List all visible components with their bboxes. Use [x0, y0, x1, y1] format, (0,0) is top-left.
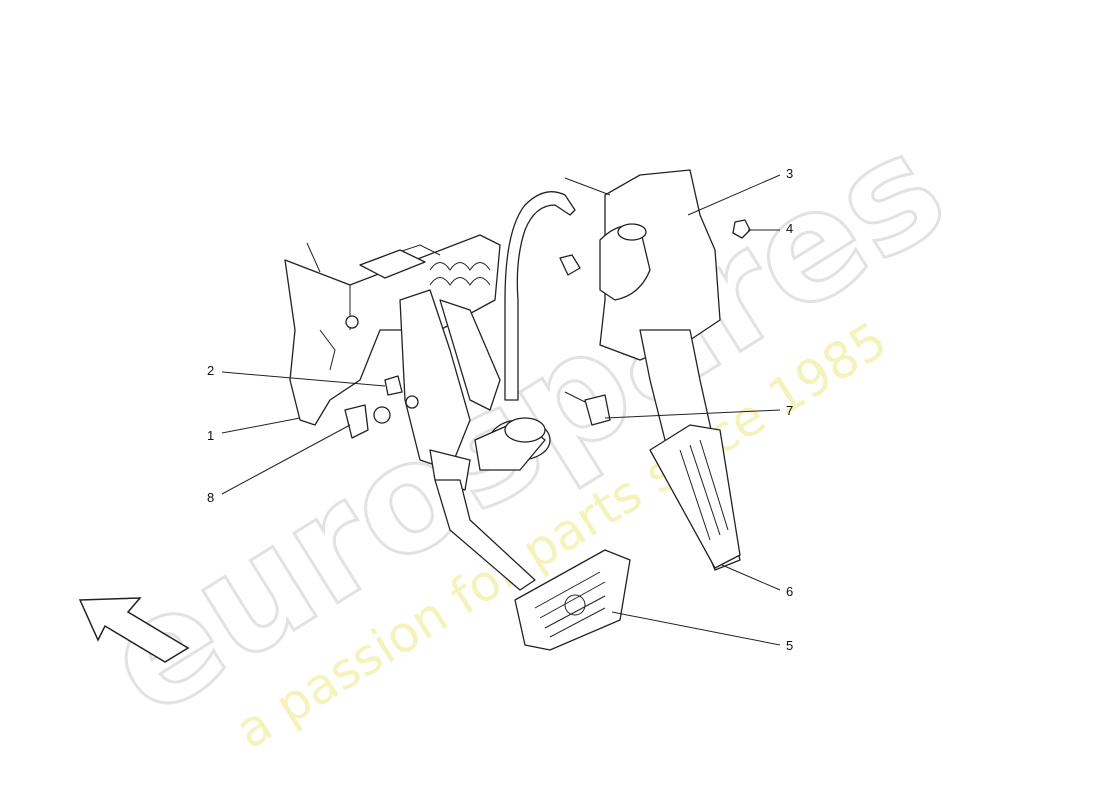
- callout-4[interactable]: 4: [786, 221, 793, 236]
- callout-3[interactable]: 3: [786, 166, 793, 181]
- washer-part-1: [373, 406, 391, 424]
- callout-8[interactable]: 8: [207, 490, 214, 505]
- switch-part-7: [584, 394, 611, 426]
- clip-part-8: [344, 404, 369, 439]
- front-direction-arrow-icon: [78, 597, 190, 663]
- callout-7[interactable]: 7: [786, 403, 793, 418]
- callout-5[interactable]: 5: [786, 638, 793, 653]
- nut-part-4: [732, 219, 751, 239]
- callout-6[interactable]: 6: [786, 584, 793, 599]
- callouts: 3 4 2 1 8 7 6 5: [207, 166, 793, 653]
- small-parts: [344, 219, 751, 439]
- clutch-hose: [504, 191, 576, 401]
- bushing-part-2: [384, 375, 403, 396]
- pedal-bracket-left: [284, 234, 551, 591]
- accelerator-pedal-assembly: [599, 169, 741, 571]
- hose-connector: [559, 254, 581, 276]
- callout-1[interactable]: 1: [207, 428, 214, 443]
- brake-pedal-pad: [514, 549, 631, 651]
- callout-2[interactable]: 2: [207, 363, 214, 378]
